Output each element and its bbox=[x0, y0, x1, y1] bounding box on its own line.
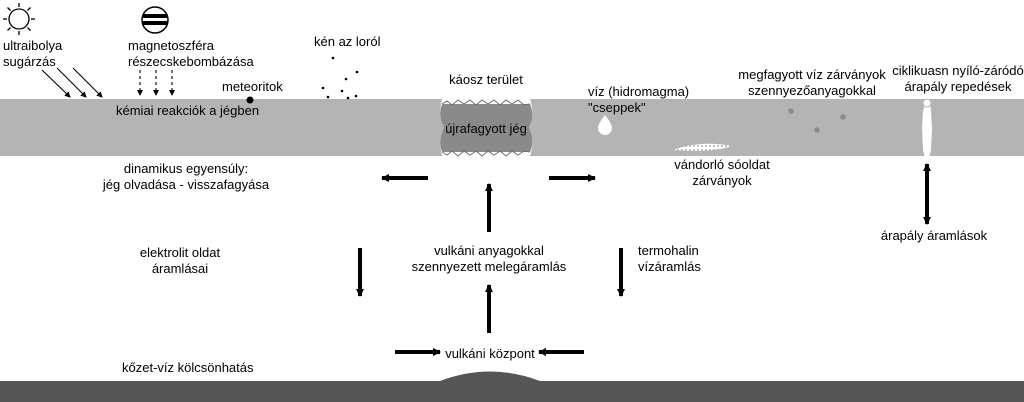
uv-rays bbox=[41, 67, 103, 98]
chaos-jagged-edge bbox=[441, 99, 531, 106]
seafloor bbox=[0, 371, 1024, 402]
label-uv: ultraibolya sugárzás bbox=[3, 38, 63, 69]
label-magnetosphere: magnetoszféra részecskebombázása bbox=[128, 38, 254, 69]
label-refrozen-ice: újrafagyott jég bbox=[445, 121, 527, 136]
label-chemical-reactions: kémiai reakciók a jégben bbox=[116, 103, 260, 118]
sun-icon bbox=[3, 3, 35, 35]
label-thermohaline: termohalin vízáramlás bbox=[638, 243, 701, 274]
label-frozen-inclusions: megfagyott víz zárványok szennyezőanyago… bbox=[738, 67, 886, 98]
ice-shell-left bbox=[0, 99, 444, 156]
water-drop-shape bbox=[598, 115, 612, 135]
flow-arrows bbox=[356, 163, 931, 356]
chaos-refrozen-ice bbox=[440, 104, 533, 152]
label-meteorites: meteoritok bbox=[222, 79, 283, 94]
frozen-inclusion bbox=[788, 108, 794, 114]
label-dynamic-equilibrium: dinamikus egyensúly: jég olvadása - viss… bbox=[102, 161, 270, 192]
label-water-drops: víz (hidromagma) "cseppek" bbox=[588, 84, 690, 115]
ice-shell-right bbox=[529, 99, 1024, 156]
label-chaos-area: káosz terület bbox=[449, 72, 523, 87]
label-sulfur: kén az loról bbox=[314, 34, 381, 49]
meteorite-dot bbox=[246, 96, 254, 104]
label-rock-water-interaction: kőzet-víz kölcsönhatás bbox=[122, 360, 254, 375]
brine-inclusion-shape bbox=[673, 143, 732, 151]
tidal-crack-top bbox=[922, 98, 932, 108]
label-electrolyte-flows: elektrolit oldat áramlásai bbox=[139, 245, 221, 276]
ice-shell bbox=[0, 98, 1024, 158]
label-volcanic-center: vulkáni központ bbox=[445, 346, 535, 361]
label-brine-inclusions: vándorló sóoldat zárványok bbox=[674, 157, 770, 188]
tidal-crack-shape bbox=[922, 101, 932, 158]
label-tidal-cracks: ciklikuasn nyíló-záródó árapály repedése… bbox=[892, 63, 1024, 94]
sulfur-dots bbox=[321, 56, 359, 100]
particle-arrows bbox=[137, 70, 175, 96]
frozen-inclusion bbox=[840, 114, 846, 120]
chaos-jagged-edge-bottom bbox=[441, 150, 531, 157]
label-volcanic-warm-flow: vulkáni anyagokkal szennyezett melegáram… bbox=[411, 243, 567, 274]
label-tidal-flows: árapály áramlások bbox=[880, 228, 988, 243]
planet-icon bbox=[141, 6, 169, 34]
frozen-inclusion bbox=[814, 127, 820, 133]
